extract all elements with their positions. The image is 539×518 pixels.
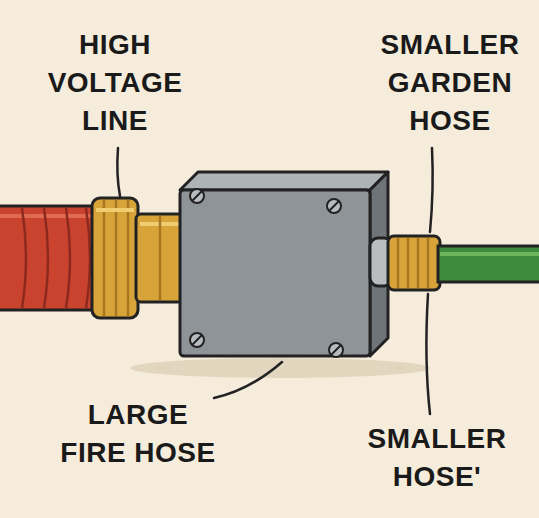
junction-box — [180, 172, 388, 357]
brass-fitting-large — [92, 198, 186, 318]
brass-fitting-small — [370, 236, 440, 290]
leader-lines — [117, 148, 432, 414]
callout-label: SMALLER HOSE' — [362, 420, 512, 496]
fire-hose — [0, 206, 103, 310]
callout-label: HIGH VOLTAGE LINE — [40, 26, 190, 140]
callout-label: LARGE FIRE HOSE — [58, 396, 218, 472]
shadow — [130, 358, 430, 378]
callout-label: SMALLER GARDEN HOSE — [372, 26, 528, 140]
garden-hose — [438, 246, 539, 282]
